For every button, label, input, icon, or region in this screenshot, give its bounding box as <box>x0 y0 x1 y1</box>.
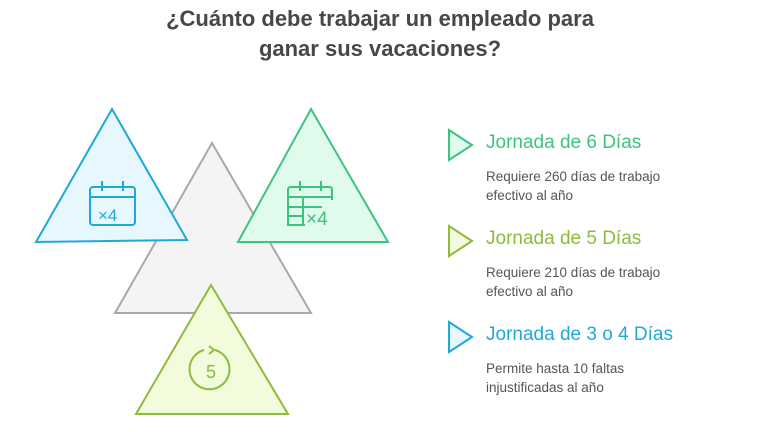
legend-marker-blue <box>448 320 474 354</box>
desc-line: Requiere 260 días de trabajo <box>486 169 661 184</box>
calendar-x4-icon: ×4 <box>89 181 136 226</box>
x4-label: ×4 <box>98 206 117 225</box>
calendar-table-x4-icon: ×4 <box>287 181 333 230</box>
legend-marker-green <box>448 128 474 162</box>
legend-marker-lime <box>448 224 474 258</box>
title-line-1: ¿Cuánto debe trabajar un empleado para <box>166 6 594 31</box>
item-desc-5-dias: Requiere 210 días de trabajo efectivo al… <box>486 263 706 301</box>
desc-line: Permite hasta 10 faltas <box>486 361 625 376</box>
desc-line: Requiere 210 días de trabajo <box>486 265 661 280</box>
page-title: ¿Cuánto debe trabajar un empleado para g… <box>0 4 760 64</box>
title-line-2: ganar sus vacaciones? <box>258 36 502 61</box>
item-desc-6-dias: Requiere 260 días de trabajo efectivo al… <box>486 167 706 205</box>
desc-line: efectivo al año <box>486 284 574 299</box>
desc-line: efectivo al año <box>486 188 574 203</box>
blue-triangle <box>34 106 189 244</box>
item-title-3-4-dias: Jornada de 3 o 4 Días <box>486 324 673 345</box>
x4-label: ×4 <box>306 209 328 230</box>
item-desc-3-4-dias: Permite hasta 10 faltas injustificadas a… <box>486 359 706 397</box>
item-title-6-dias: Jornada de 6 Días <box>486 132 642 153</box>
five-label: 5 <box>206 362 216 382</box>
desc-line: injustificadas al año <box>486 380 604 395</box>
item-title-5-dias: Jornada de 5 Días <box>486 228 642 249</box>
cycle-5-icon: 5 <box>188 345 231 391</box>
green-triangle <box>236 106 390 243</box>
